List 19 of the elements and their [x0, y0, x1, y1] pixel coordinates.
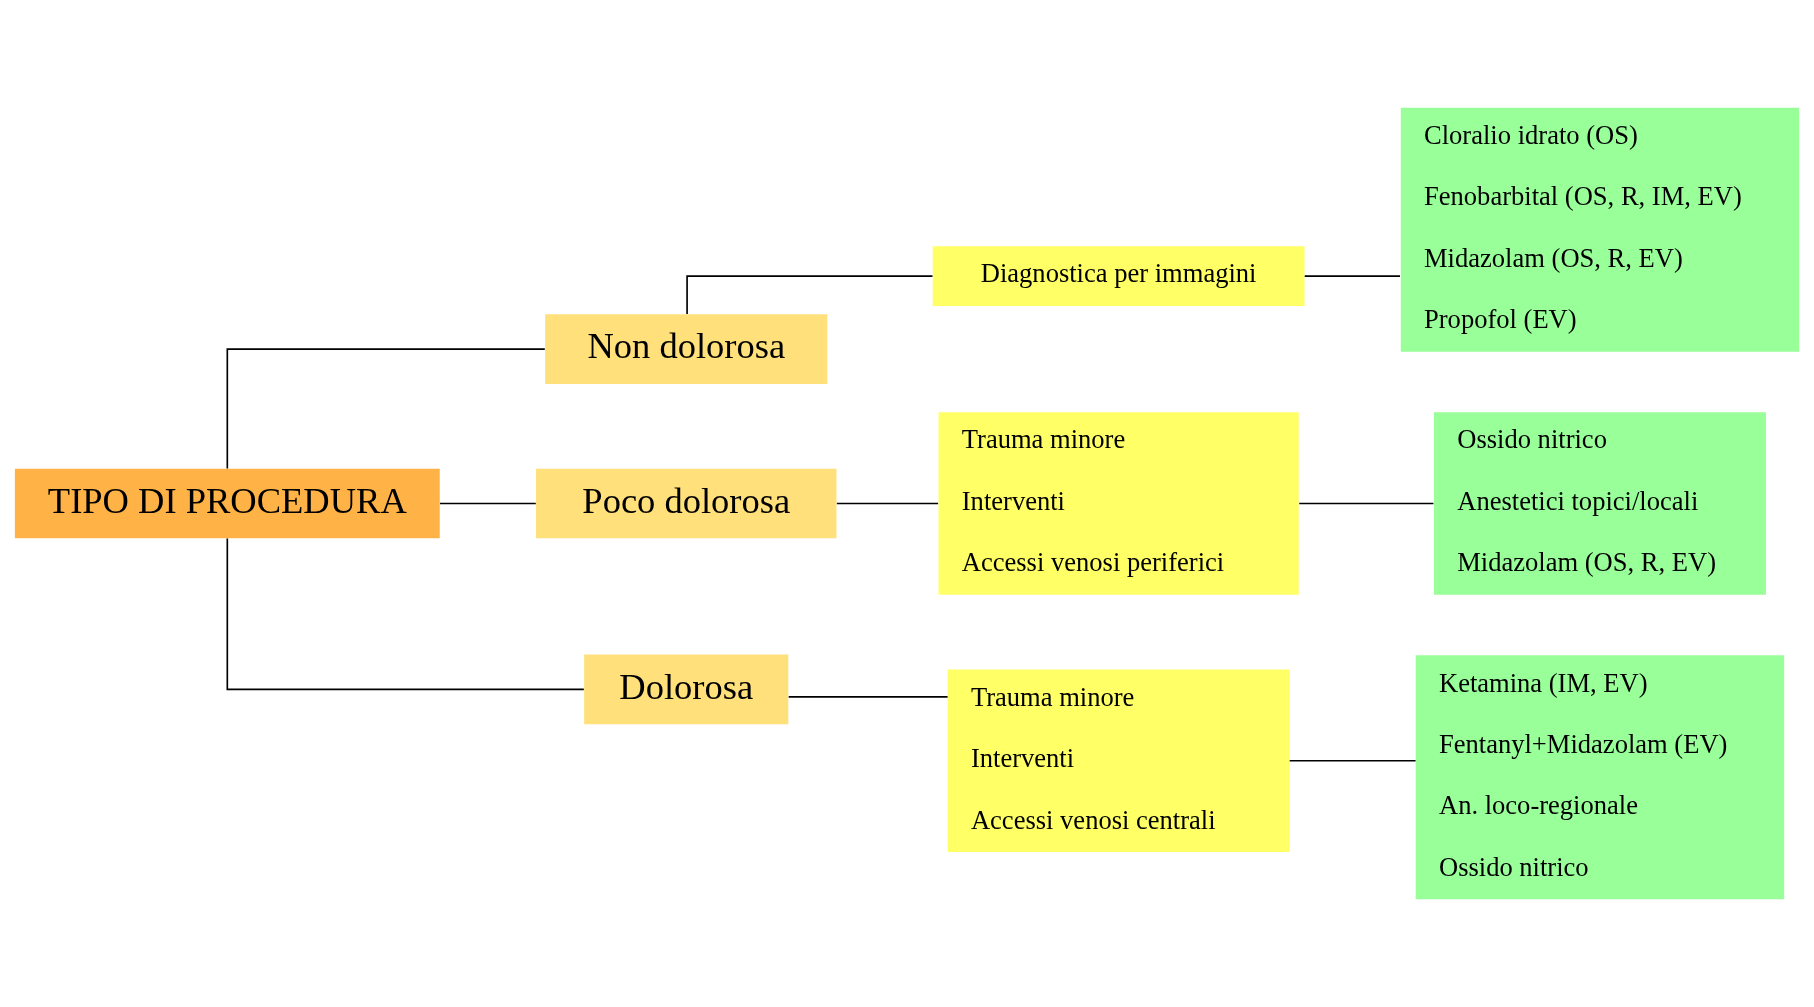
node-box: TIPO DI PROCEDURA [14, 468, 440, 539]
connector [226, 348, 546, 470]
node-box: Ossido nitrico Anestetici topici/locali Midazolam (OS, R, EV) [1434, 412, 1766, 595]
node-box: Trauma minore Interventi Accessi venosi periferici [938, 412, 1299, 595]
connector [1303, 275, 1401, 277]
node-box: Dolorosa [584, 654, 789, 725]
connector [1298, 502, 1435, 505]
node-box: Non dolorosa [545, 314, 828, 384]
node-box: Poco dolorosa [536, 468, 837, 539]
connector [686, 275, 934, 315]
connector [1288, 759, 1417, 762]
node-box: Trauma minore Interventi Accessi venosi centrali [947, 669, 1290, 853]
node-box: Ketamina (IM, EV) Fentanyl+Midazolam (EV) An. loco-regionale Ossido nitrico [1415, 655, 1785, 900]
connector [439, 502, 537, 505]
node-box: Cloralio idrato (OS) Fenobarbital (OS, R, IM, EV) Midazolam (OS, R, EV) Propofol (EV) [1400, 107, 1800, 352]
connector [226, 537, 585, 691]
connector [787, 696, 949, 698]
node-box: Diagnostica per immagini [932, 246, 1305, 306]
connector [836, 502, 939, 505]
